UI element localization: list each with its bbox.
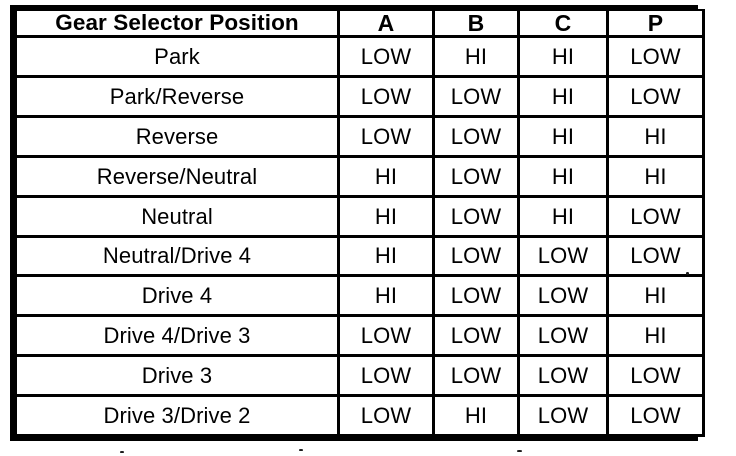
column-header-position: Gear Selector Position (14, 9, 340, 39)
cell-c: LOW (517, 314, 609, 358)
column-header-c: C (517, 9, 609, 39)
gear-selector-table-grid: Gear Selector Position A B C P Park LOW … (14, 9, 705, 437)
cell-c: LOW (517, 234, 609, 278)
cell-c: HI (517, 75, 609, 118)
table-row: Drive 4 HI LOW LOW HI (14, 274, 705, 318)
cell-position: Neutral (14, 194, 340, 238)
cell-b: LOW (432, 154, 520, 198)
cell-a: HI (337, 274, 435, 318)
cell-position: Neutral/Drive 4 (14, 234, 340, 278)
cell-p: HI (606, 274, 705, 318)
cell-p: LOW (606, 75, 705, 118)
scan-speck (517, 450, 522, 452)
cell-c: LOW (517, 354, 609, 398)
column-header-b: B (432, 9, 520, 39)
cell-c: HI (517, 154, 609, 198)
scan-speck (299, 449, 303, 451)
cell-b: LOW (432, 314, 520, 358)
table-row: Neutral HI LOW HI LOW (14, 194, 705, 238)
table-header-row: Gear Selector Position A B C P (14, 9, 705, 39)
gear-selector-table: Gear Selector Position A B C P Park LOW … (10, 5, 705, 441)
cell-c: HI (517, 35, 609, 79)
cell-p: LOW (606, 194, 705, 238)
cell-position: Drive 3/Drive 2 (14, 394, 340, 437)
cell-b: LOW (432, 354, 520, 398)
cell-b: HI (432, 394, 520, 437)
table-row: Park/Reverse LOW LOW HI LOW (14, 75, 705, 118)
cell-position: Park/Reverse (14, 75, 340, 118)
cell-a: HI (337, 194, 435, 238)
cell-position: Reverse (14, 114, 340, 158)
cell-b: LOW (432, 194, 520, 238)
table-row: Reverse/Neutral HI LOW HI HI (14, 154, 705, 198)
cell-a: LOW (337, 394, 435, 437)
column-header-a: A (337, 9, 435, 39)
cell-c: HI (517, 114, 609, 158)
cell-p: HI (606, 114, 705, 158)
cell-p: HI (606, 314, 705, 358)
cell-p: LOW (606, 354, 705, 398)
cell-p: HI (606, 154, 705, 198)
cell-p: LOW (606, 35, 705, 79)
cell-a: HI (337, 234, 435, 278)
cell-c: LOW (517, 394, 609, 437)
cell-a: LOW (337, 75, 435, 118)
cell-a: LOW (337, 114, 435, 158)
cell-b: LOW (432, 274, 520, 318)
cell-b: LOW (432, 234, 520, 278)
table-row: Drive 4/Drive 3 LOW LOW LOW HI (14, 314, 705, 358)
cell-position: Park (14, 35, 340, 79)
cell-position: Drive 3 (14, 354, 340, 398)
table-row: Neutral/Drive 4 HI LOW LOW LOW (14, 234, 705, 278)
cell-c: LOW (517, 274, 609, 318)
scan-speck (120, 451, 124, 453)
cell-p: LOW (606, 394, 705, 437)
cell-position: Drive 4 (14, 274, 340, 318)
table-row: Park LOW HI HI LOW (14, 35, 705, 79)
cell-a: LOW (337, 354, 435, 398)
cell-a: LOW (337, 35, 435, 79)
cell-a: LOW (337, 314, 435, 358)
cell-p: LOW (606, 234, 705, 278)
cell-b: LOW (432, 75, 520, 118)
column-header-p: P (606, 9, 705, 39)
cell-position: Drive 4/Drive 3 (14, 314, 340, 358)
table-row: Drive 3/Drive 2 LOW HI LOW LOW (14, 394, 705, 437)
table-row: Drive 3 LOW LOW LOW LOW (14, 354, 705, 398)
cell-a: HI (337, 154, 435, 198)
table-row: Reverse LOW LOW HI HI (14, 114, 705, 158)
cell-c: HI (517, 194, 609, 238)
cell-position: Reverse/Neutral (14, 154, 340, 198)
cell-b: HI (432, 35, 520, 79)
cell-b: LOW (432, 114, 520, 158)
